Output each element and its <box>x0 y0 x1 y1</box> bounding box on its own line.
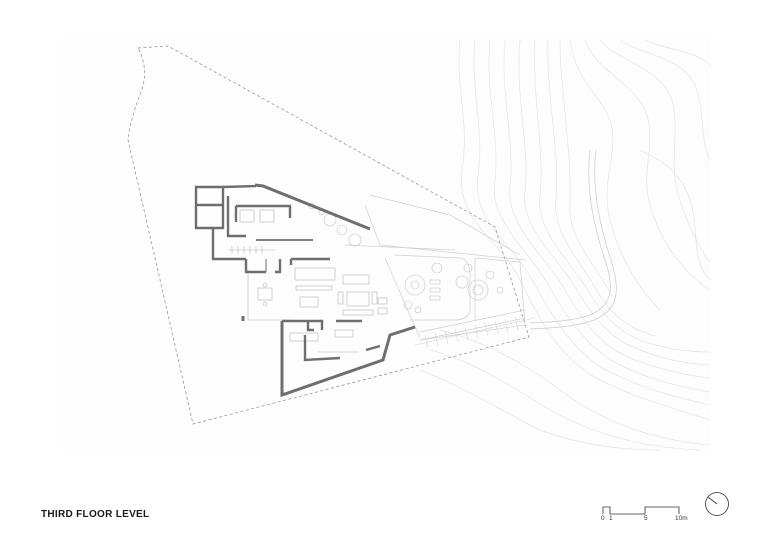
building-walls <box>194 183 416 398</box>
scale-label-10m: 10m <box>675 515 688 522</box>
terrace-outlines <box>344 194 526 341</box>
scale-label-5: 5 <box>644 515 648 522</box>
interior-furniture <box>228 209 388 353</box>
hill-path <box>529 149 617 330</box>
site-boundary <box>127 45 530 425</box>
scale-bar <box>602 506 680 515</box>
drawing-title: THIRD FLOOR LEVEL <box>41 509 150 520</box>
scale-label-0: 0 <box>601 515 605 522</box>
deck-lines <box>414 316 536 349</box>
north-arrow-icon <box>705 492 729 516</box>
topographic-contours <box>419 39 711 451</box>
scale-label-1: 1 <box>609 515 613 522</box>
